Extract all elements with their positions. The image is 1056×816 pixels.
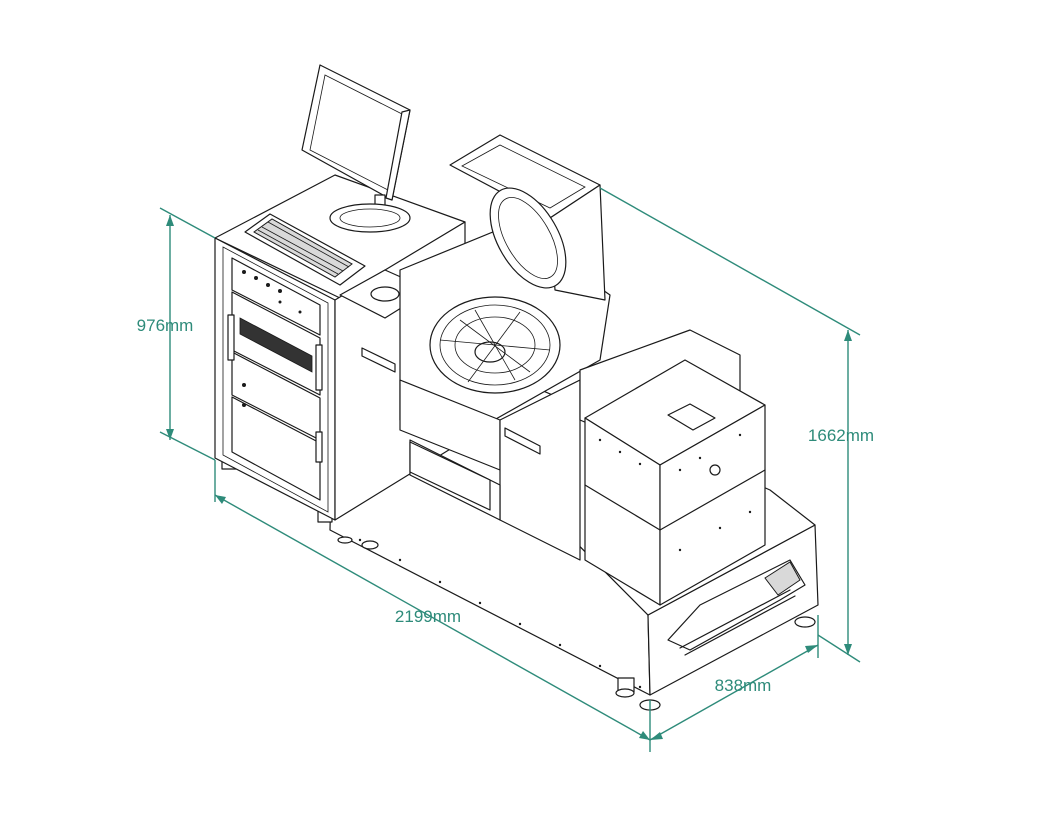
centrifuge-housing — [361, 134, 611, 561]
dimension-lines: 976mm 1662mm 2199mm 838mm — [137, 187, 874, 752]
dim-838-line — [649, 644, 819, 741]
right-enclosure — [584, 359, 766, 606]
dim-label-976: 976mm — [137, 316, 194, 335]
dim-976-extension-bottom — [159, 431, 216, 461]
dim-976-extension-top — [159, 207, 216, 239]
dim-2199-line — [214, 494, 651, 741]
dim-label-2199: 2199mm — [395, 607, 461, 626]
dim-arrowheads — [166, 215, 852, 740]
monitor — [301, 64, 411, 233]
dim-label-838: 838mm — [715, 676, 772, 695]
keyboard — [244, 213, 366, 286]
dim-1662-extension-bottom — [817, 634, 861, 663]
dim-1662-extension-top — [599, 187, 861, 336]
dim-label-1662: 1662mm — [808, 426, 874, 445]
